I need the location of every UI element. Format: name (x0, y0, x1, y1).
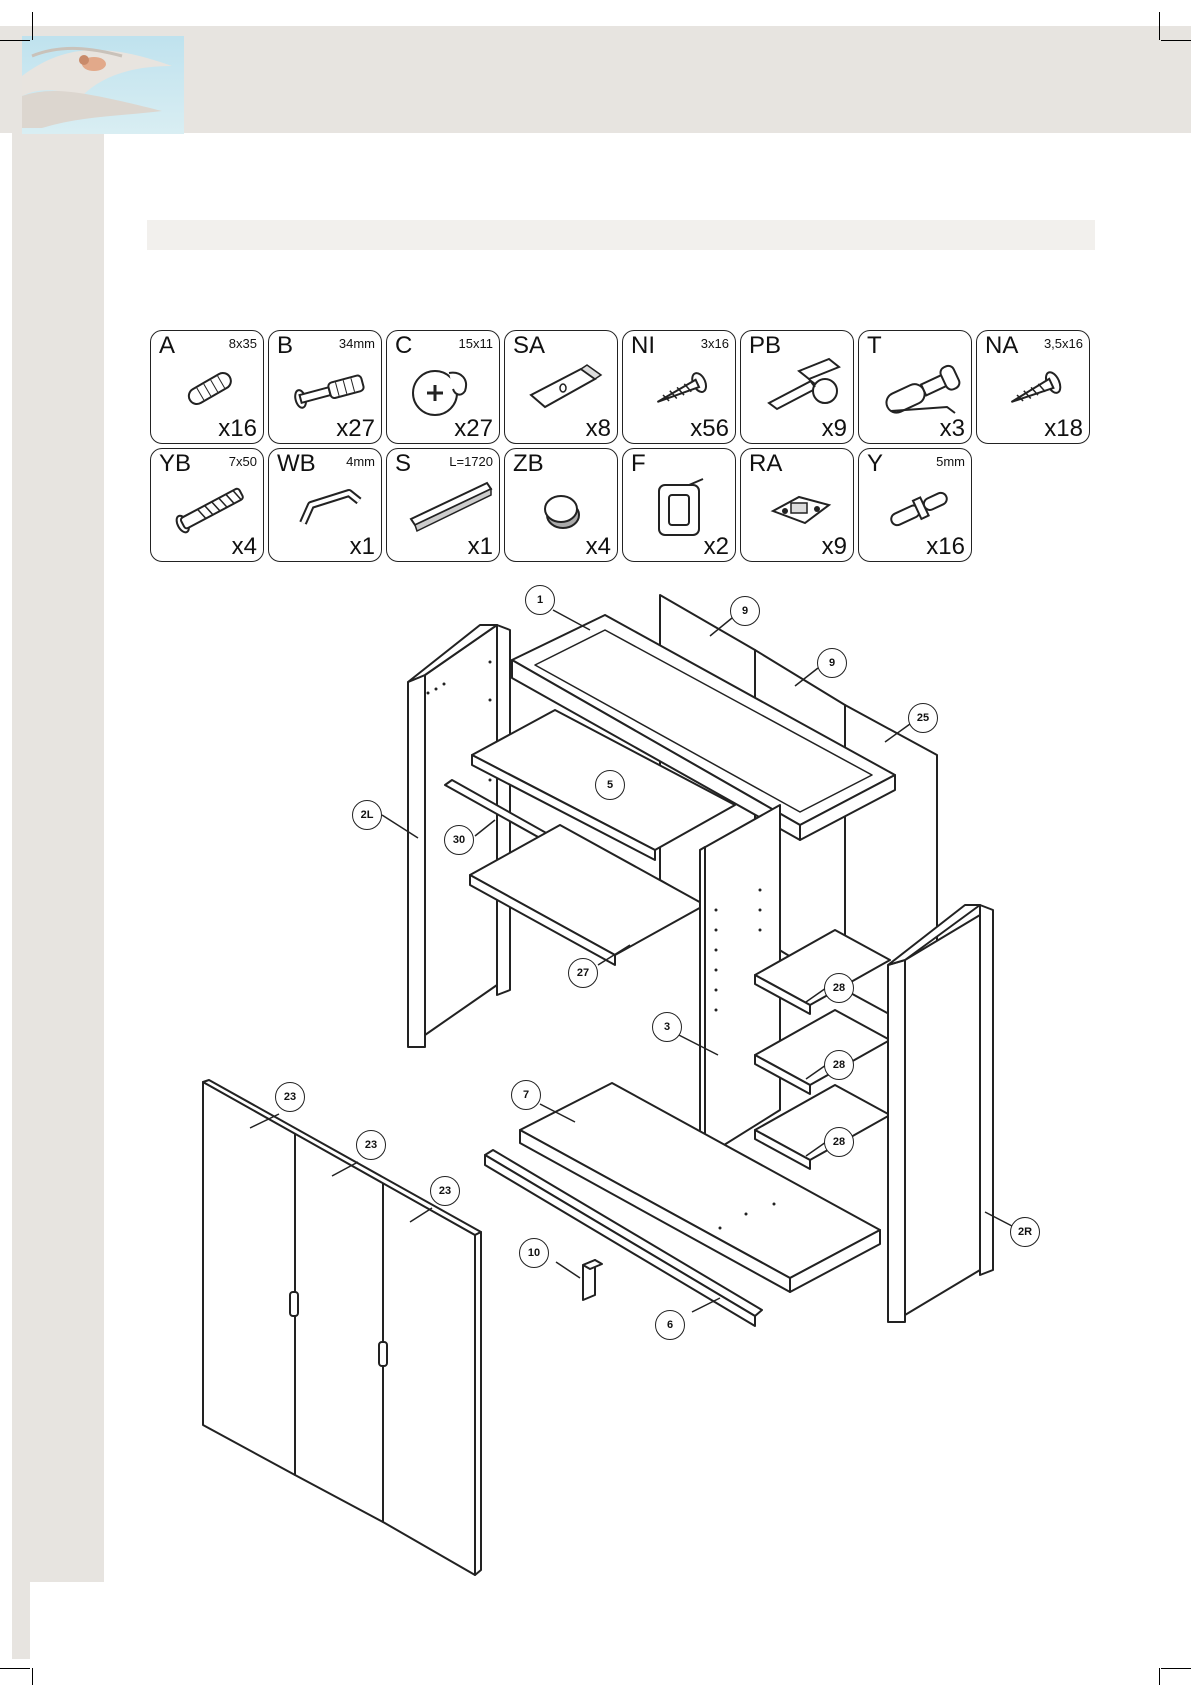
part-label: 27 (568, 958, 598, 988)
part-label: 1 (525, 585, 555, 615)
part-label: 7 (511, 1080, 541, 1110)
part-label: 28 (824, 973, 854, 1003)
part-label: 5 (595, 770, 625, 800)
part-label: 28 (824, 1050, 854, 1080)
part-label: 25 (908, 703, 938, 733)
part-label: 9 (730, 596, 760, 626)
part-label: 3 (652, 1012, 682, 1042)
part-label: 6 (655, 1310, 685, 1340)
part-label: 30 (444, 825, 474, 855)
part-label: 9 (817, 648, 847, 678)
part-label: 23 (356, 1130, 386, 1160)
part-label: 23 (275, 1082, 305, 1112)
part-label: 23 (430, 1176, 460, 1206)
part-label: 10 (519, 1238, 549, 1268)
part-label: 2R (1010, 1217, 1040, 1247)
part-label: 28 (824, 1127, 854, 1157)
part-label: 2L (352, 800, 382, 830)
